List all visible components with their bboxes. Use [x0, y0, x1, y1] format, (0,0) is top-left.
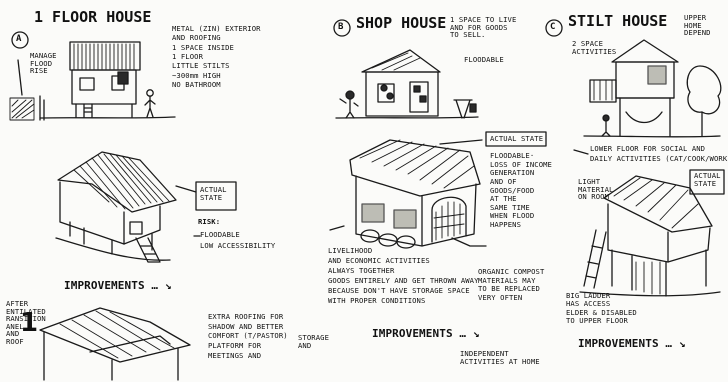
panel-b-marker: B: [338, 23, 344, 32]
panel-c-floor-note: LOWER FLOOR FOR SOCIAL AND DAILY ACTIVIT…: [590, 144, 728, 163]
panel-a-notes: METAL (ZIN) EXTERIOR AND ROOFING 1 SPACE…: [172, 24, 261, 90]
house-b-elevation: [336, 50, 478, 118]
panel-a-marker: A: [16, 35, 22, 44]
panel-a-risk-items: FLOODABLE LOW ACCESSIBILITY: [200, 230, 275, 252]
panel-a-storage-note: STORAGE AND: [298, 334, 329, 349]
panel-b-left-notes: LIVELIHOOD AND ECONOMIC ACTIVITIES ALWAY…: [328, 246, 479, 306]
panel-b-notes: 1 SPACE TO LIVE AND FOR GOODS TO SELL.: [450, 16, 516, 39]
panel-c-bottom-note: BIG LADDER HAS ACCESS ELDER & DISABLED T…: [566, 292, 637, 325]
panel-b-actual-state: ACTUAL STATE: [490, 135, 543, 143]
panel-c-improvements: IMPROVEMENTS … ↘: [578, 338, 686, 350]
panel-c-light-note: LIGHT MATERIAL ON ROOM: [578, 178, 613, 201]
panel-b-state-notes: FLOODABLE· LOSS OF INCOME GENERATION AND…: [490, 152, 552, 230]
panel-a-title: 1 FLOOR HOUSE: [34, 10, 151, 26]
panel-a-improvements: IMPROVEMENTS … ↘: [64, 280, 172, 292]
panel-c-upper-note: UPPER HOME DEPEND: [684, 14, 711, 37]
panel-c-marker: C: [550, 23, 556, 32]
house-a-perspective: [56, 152, 176, 262]
panel-b-floodable-top: FLOODABLE: [464, 56, 504, 64]
panel-c-title: STILT HOUSE: [568, 14, 667, 30]
panel-b-waste-note: ORGANIC COMPOST MATERIALS MAY TO BE REPL…: [478, 268, 544, 303]
panel-a-improvement-notes: EXTRA ROOFING FOR SHADOW AND BETTER COMF…: [208, 312, 288, 361]
figure-number: 1: [20, 310, 38, 337]
panel-c-actual-state: ACTUAL STATE: [694, 172, 721, 187]
panel-a-actual-state: ACTUAL STATE: [200, 186, 227, 201]
panel-a-note-left: MANAGE FLOOD RISE: [30, 52, 57, 75]
house-a-improved: [40, 308, 190, 380]
panel-c-notes: 2 SPACE ACTIVITIES: [572, 40, 616, 55]
panel-b-title: SHOP HOUSE: [356, 16, 446, 32]
panel-b-improvements: IMPROVEMENTS … ↘: [372, 328, 480, 340]
panel-b-improvement-notes: INDEPENDENT ACTIVITIES AT HOME: [460, 350, 540, 365]
house-b-perspective: [350, 140, 486, 248]
panel-a-risk-label: RISK:: [198, 218, 220, 226]
